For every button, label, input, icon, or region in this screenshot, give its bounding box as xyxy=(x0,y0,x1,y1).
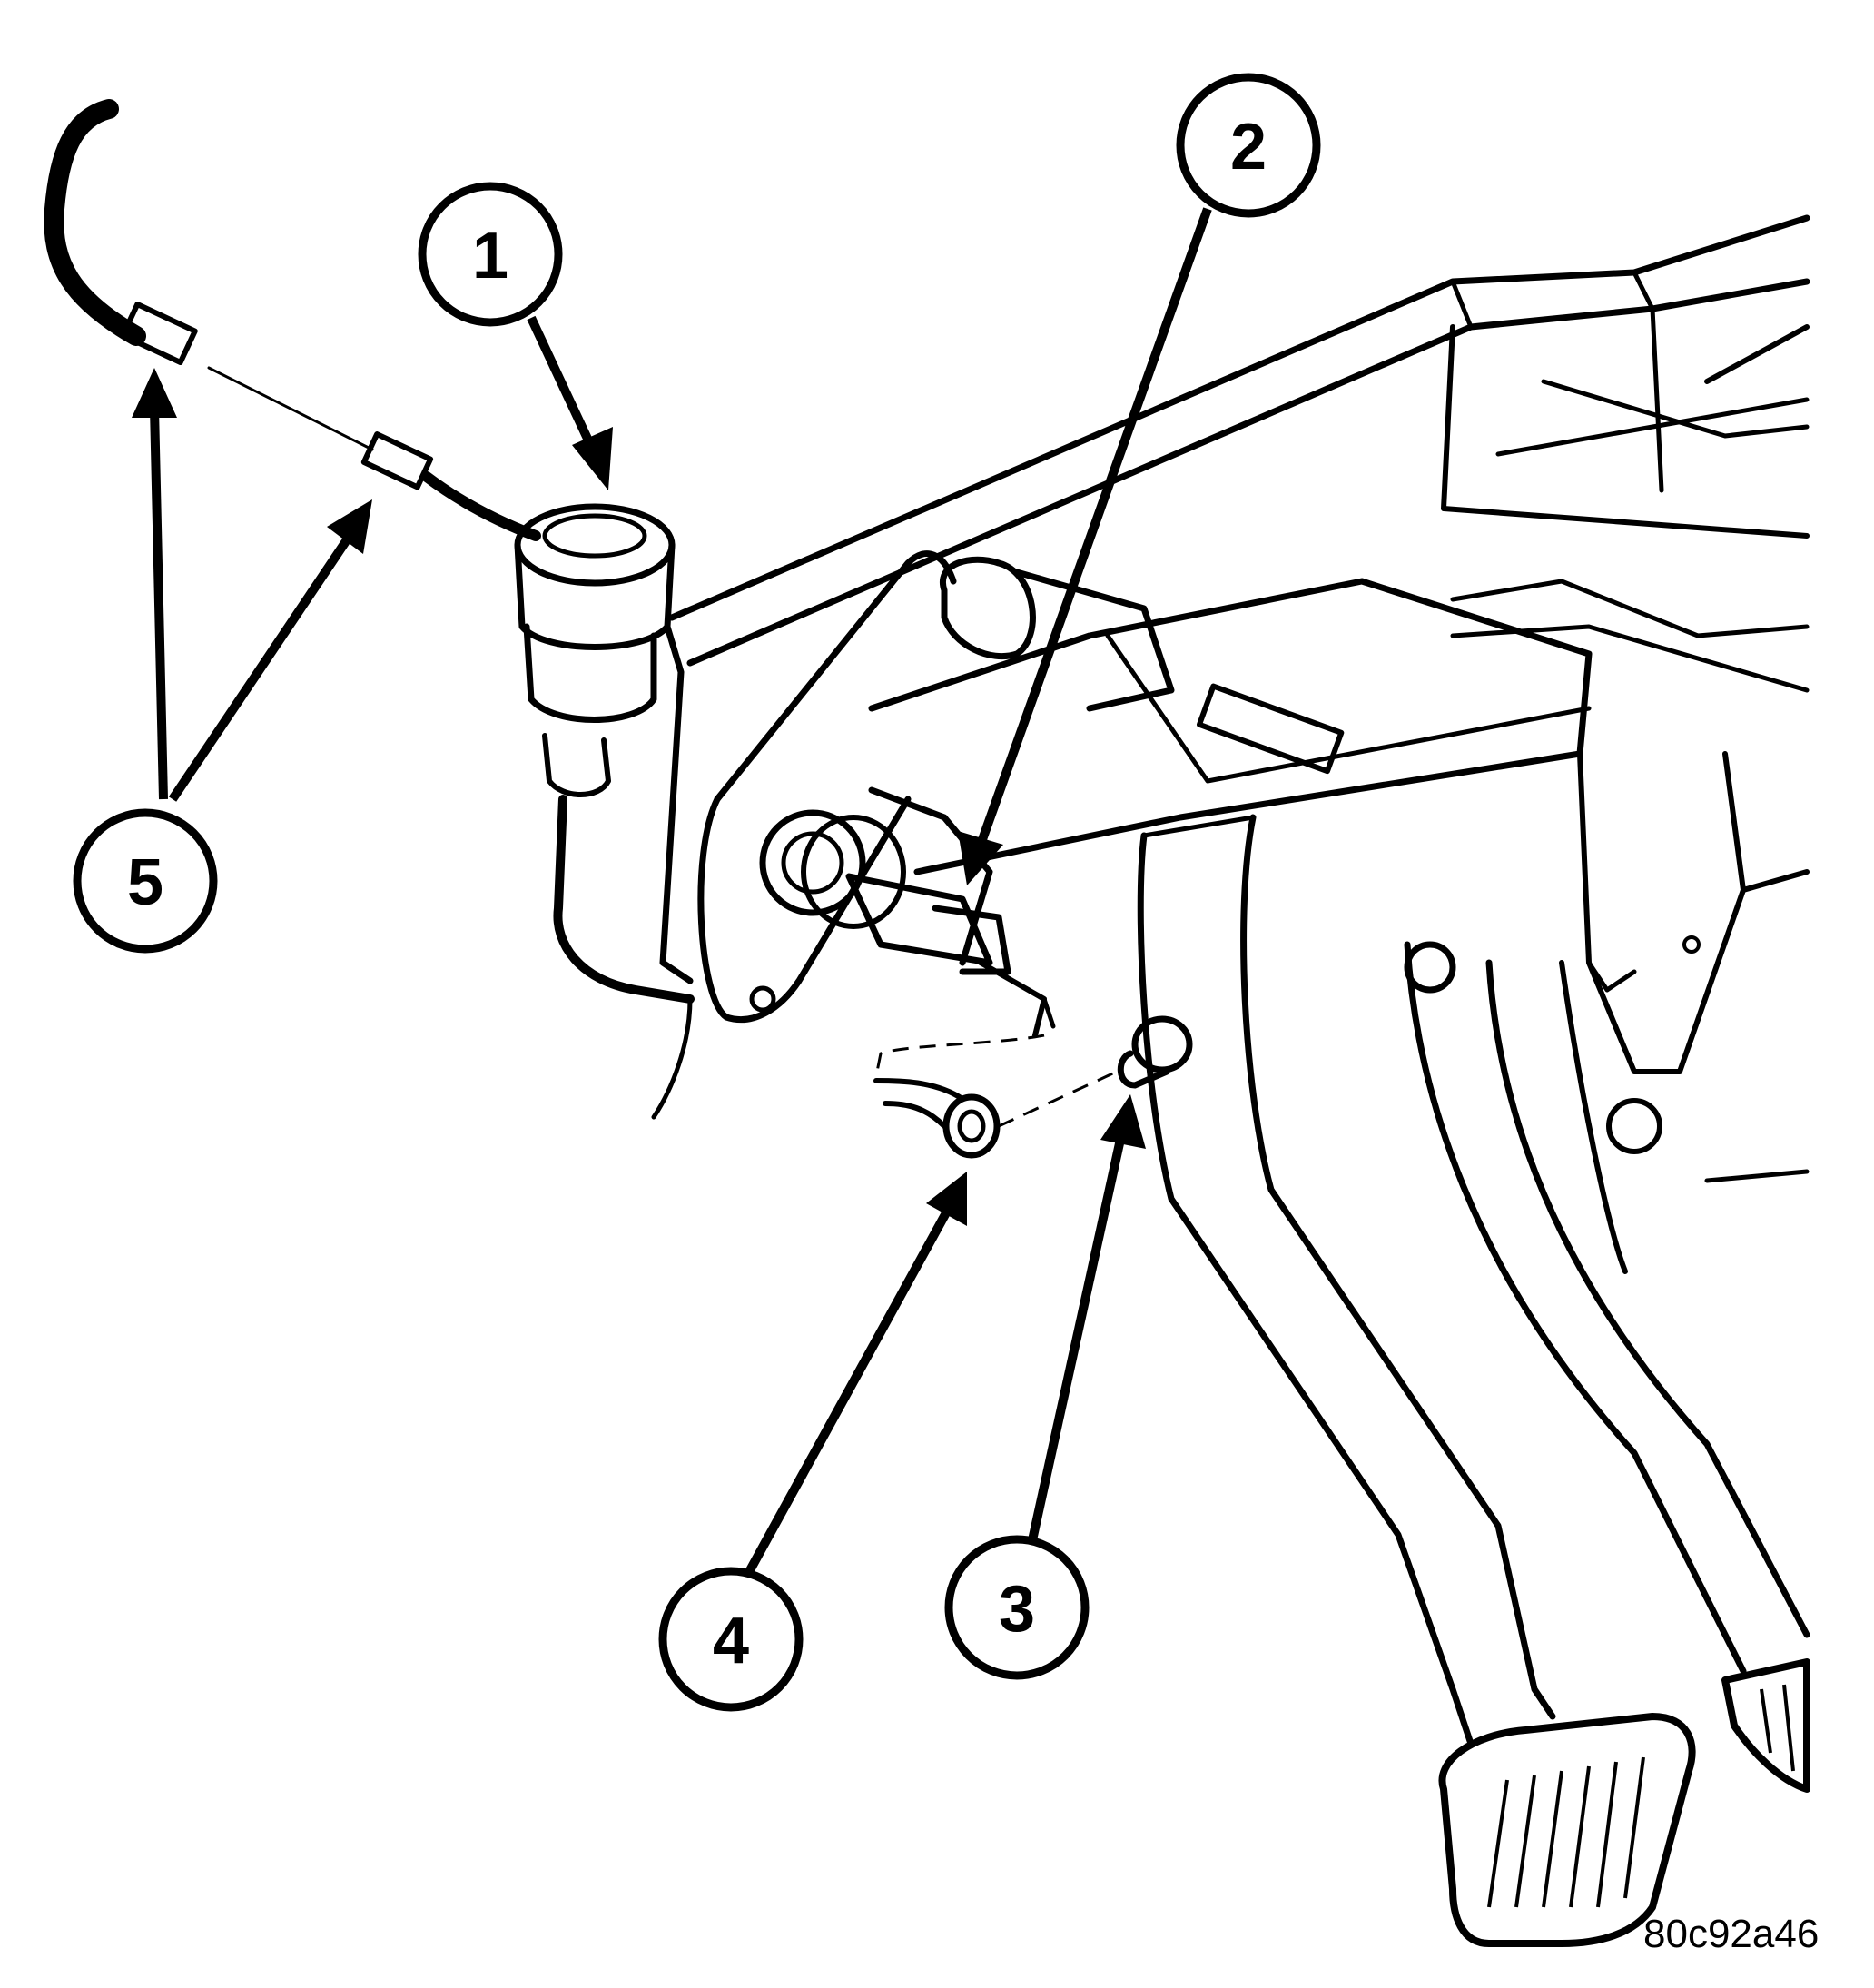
callout-5: 5 xyxy=(73,808,218,954)
push-rod-retaining-clip xyxy=(873,1078,1001,1159)
brake-pedal-arm xyxy=(1404,941,1810,1675)
figure-identifier: 80c92a46 xyxy=(1643,1912,1820,1956)
pedal-support-box xyxy=(868,578,1810,1274)
arrow-5b xyxy=(168,499,372,802)
callout-5-label: 5 xyxy=(127,846,163,919)
pedal-support-bracket xyxy=(659,550,957,1024)
arrow-3 xyxy=(1026,1094,1146,1550)
arrow-4 xyxy=(740,1172,967,1583)
callout-2: 2 xyxy=(1176,73,1321,218)
callout-3: 3 xyxy=(944,1535,1090,1680)
callout-3-label: 3 xyxy=(999,1573,1035,1646)
arrow-1 xyxy=(527,315,613,490)
arrow-2 xyxy=(958,207,1212,885)
callout-1-label: 1 xyxy=(472,220,508,292)
brake-pedal-pad xyxy=(1721,1658,1810,1793)
callout-4: 4 xyxy=(658,1567,804,1712)
callout-4-label: 4 xyxy=(713,1605,749,1677)
arrow-5a xyxy=(132,368,177,800)
leader-arrows xyxy=(132,207,1212,1583)
clutch-pedal-pin xyxy=(1117,1015,1193,1089)
cowl-cross-member xyxy=(668,214,1810,693)
clutch-master-cylinder-reservoir xyxy=(514,503,695,1120)
callout-1: 1 xyxy=(418,182,563,327)
switch-wiring-harness xyxy=(44,99,541,541)
callout-2-label: 2 xyxy=(1230,111,1267,183)
clutch-pedal-arm xyxy=(1137,814,1556,1747)
pivot-stud xyxy=(939,556,1175,712)
installation-alignment-lines xyxy=(874,1034,1118,1128)
clutch-pedal-pad xyxy=(1438,1713,1696,1947)
